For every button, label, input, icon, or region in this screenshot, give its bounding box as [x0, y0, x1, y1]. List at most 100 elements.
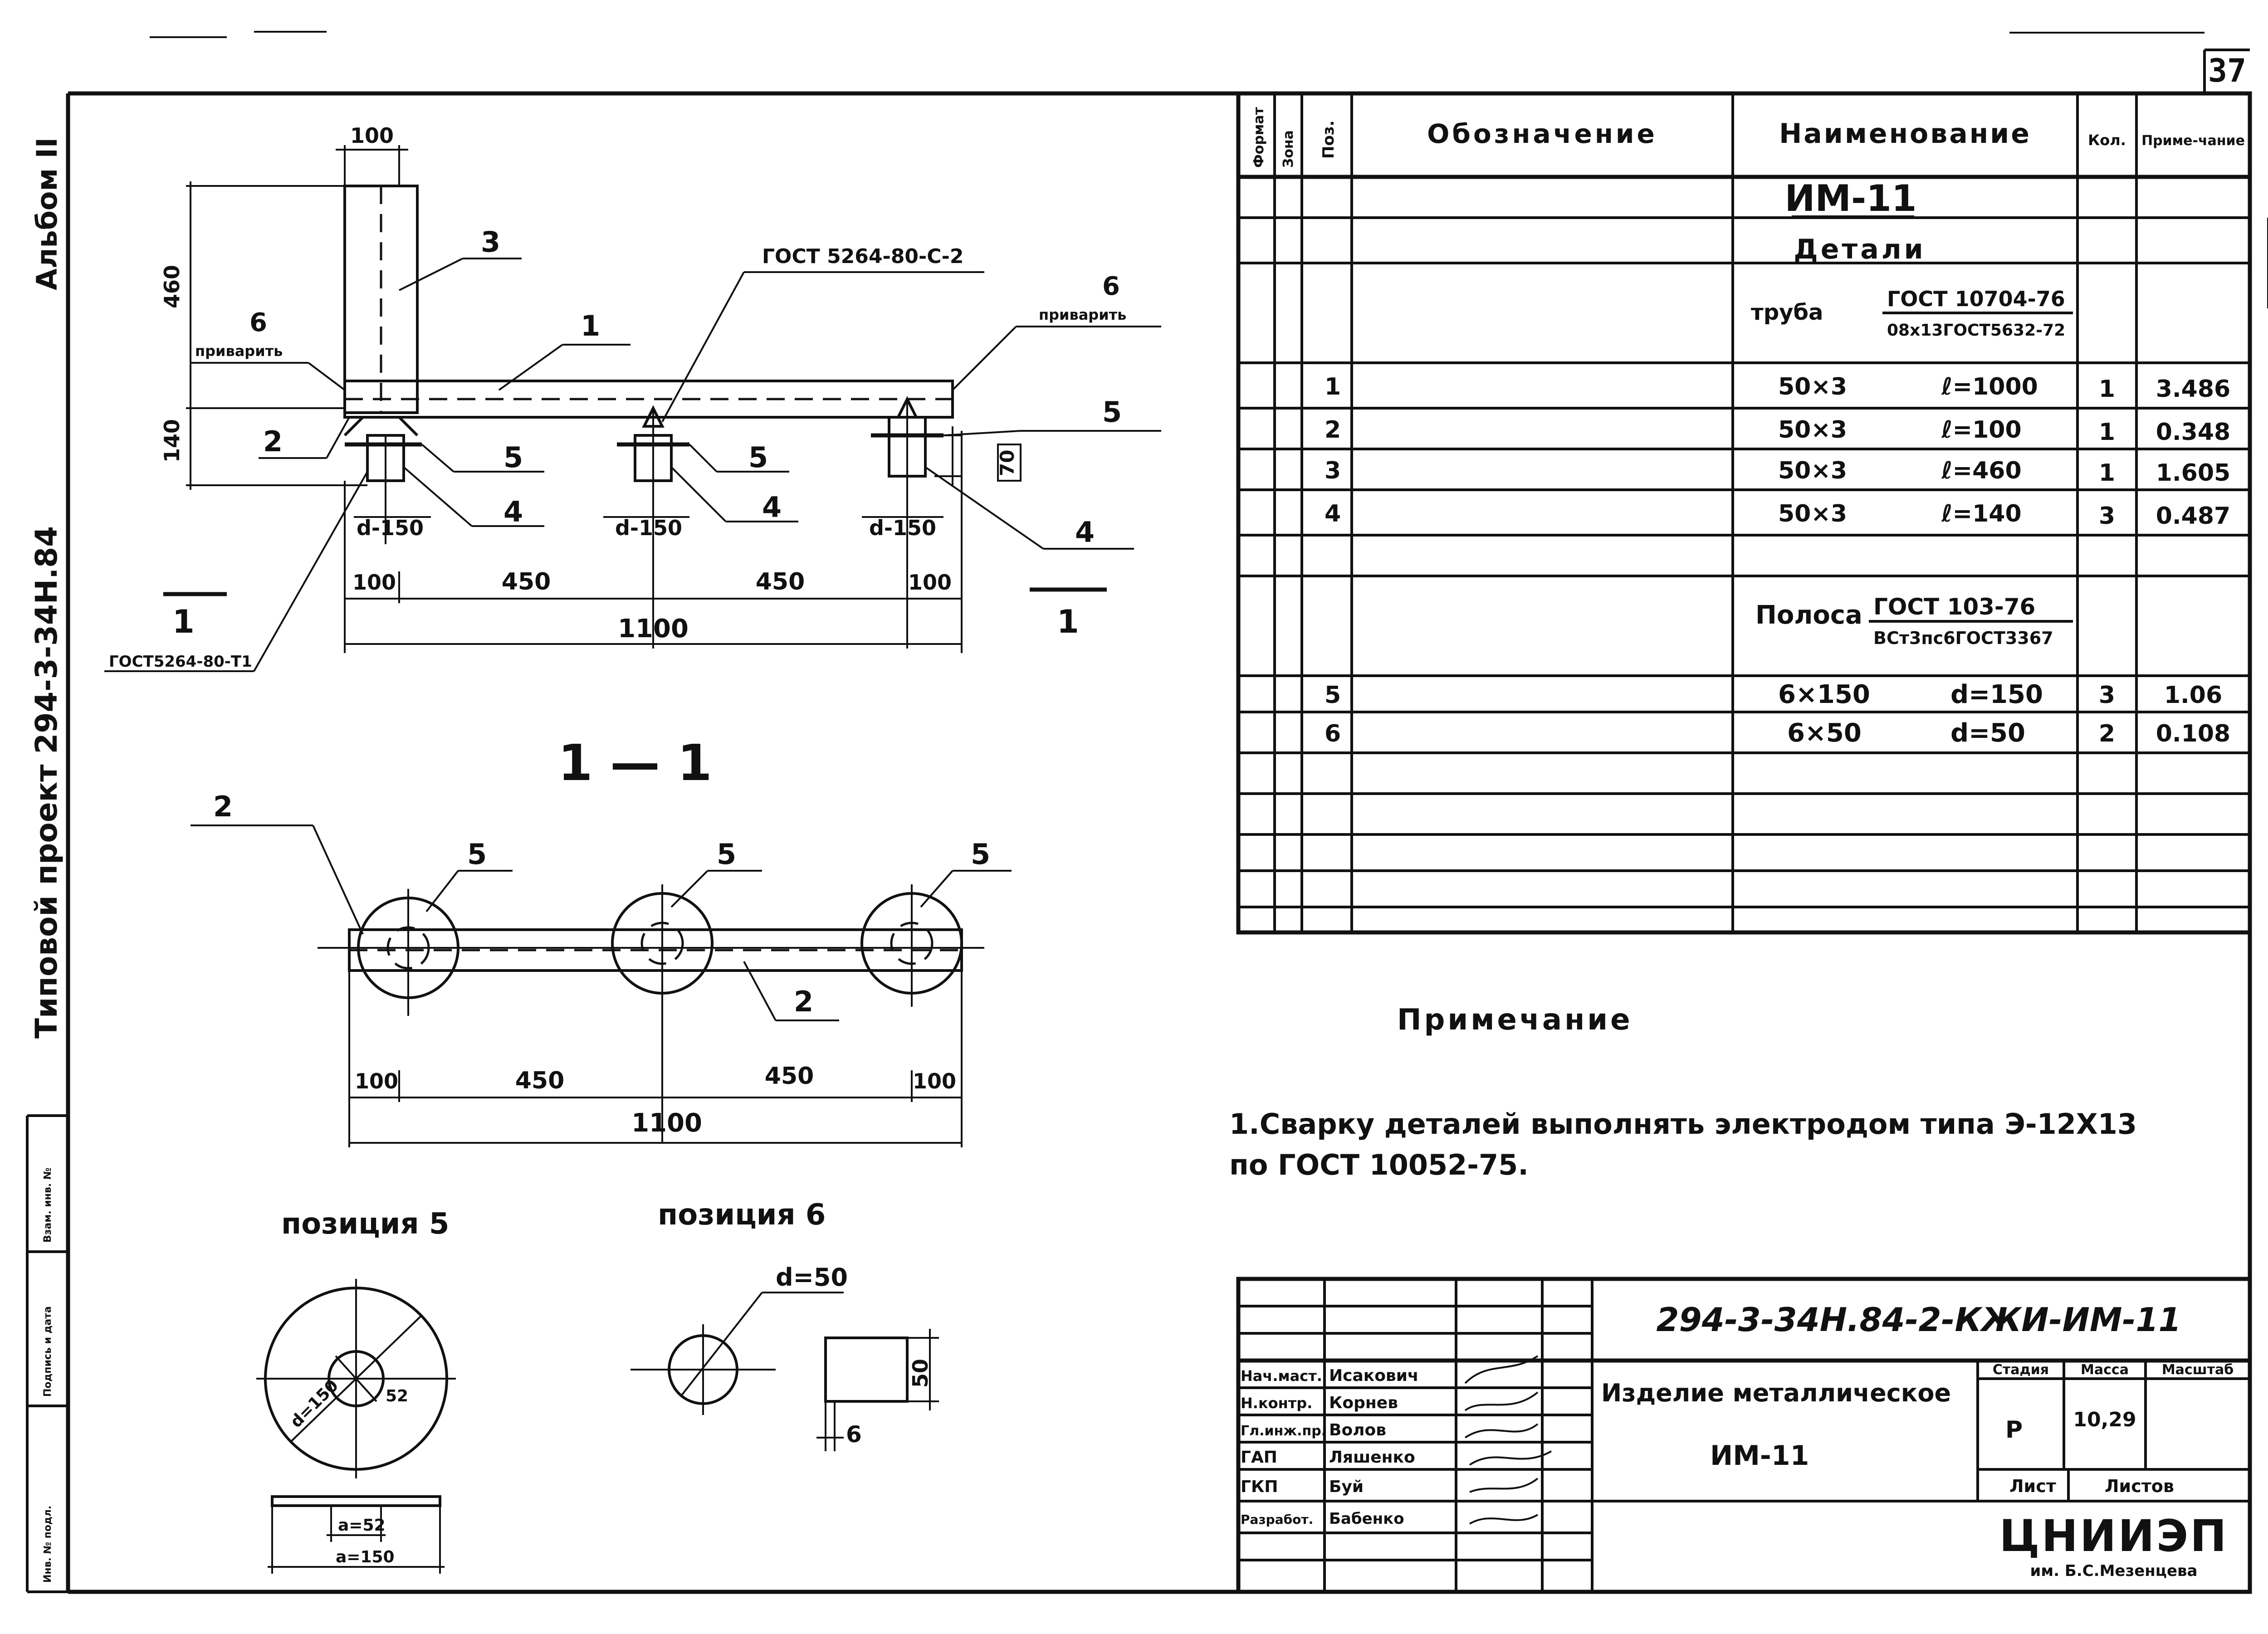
pos5-r52: 52 — [386, 1387, 408, 1405]
row-qty: 1 — [2099, 376, 2115, 403]
name-2: Корнев — [1329, 1394, 1398, 1412]
row-length: ℓ=1000 — [1941, 373, 2038, 400]
dim-140: 140 — [160, 419, 184, 463]
pos6-d50: d=50 — [776, 1263, 848, 1292]
callout-6-left: 6 — [249, 308, 267, 337]
project-label: Типовой проект 294-3-34Н.84 — [29, 526, 64, 1039]
row-qty: 2 — [2099, 720, 2115, 747]
dim-460: 460 — [160, 265, 184, 308]
row-pos: 5 — [1325, 682, 1341, 709]
row-size: 50×3 — [1778, 416, 1847, 444]
pos6-title: позиция 6 — [658, 1198, 826, 1232]
stage-value: Р — [2005, 1416, 2023, 1444]
sheet-number: 37 — [2208, 52, 2246, 89]
section-title: 1 — 1 — [558, 734, 712, 792]
stamp-cell-2: Подпись и дата — [42, 1306, 54, 1397]
callout-5c: 5 — [1102, 395, 1122, 429]
name-1: Исакович — [1329, 1366, 1419, 1385]
row-length: ℓ=100 — [1941, 416, 2022, 444]
title-block: 294-3-34Н.84-2-КЖИ-ИМ-11 Нач.маст. Исако… — [1236, 1277, 2252, 1594]
row-pos: 1 — [1325, 373, 1341, 400]
pipe-standard: ГОСТ 10704-76 — [1887, 287, 2065, 311]
pipe-label: труба — [1751, 300, 1823, 325]
signatures — [1464, 1355, 1552, 1525]
pos5-title: позиция 5 — [281, 1207, 449, 1241]
strip-standard: ГОСТ 103-76 — [1873, 594, 2035, 620]
row-length: ℓ=460 — [1941, 457, 2022, 484]
row-pos: 4 — [1325, 500, 1341, 527]
dim-d150-c: d-150 — [869, 516, 936, 540]
spec-title: ИМ-11 — [1784, 177, 1916, 219]
section-dim-1100: 1100 — [631, 1108, 702, 1138]
notes-title: Примечание — [1397, 1003, 1633, 1037]
item-name-line-1: Изделие металлическое — [1601, 1379, 1951, 1407]
scale-label: Масштаб — [2162, 1362, 2234, 1378]
stage-label: Стадия — [1993, 1362, 2049, 1378]
gost-weld-label: ГОСТ 5264-80-С-2 — [762, 245, 963, 268]
hdr-qty: Кол. — [2088, 132, 2126, 149]
name-6: Бабенко — [1329, 1510, 1404, 1528]
row-size: 6×50 — [1787, 718, 1862, 748]
section-dim-450b: 450 — [765, 1063, 814, 1090]
item-name-line-2: ИМ-11 — [1710, 1440, 1809, 1472]
section-callout-5b: 5 — [717, 838, 736, 871]
hdr-zone: Зона — [1281, 130, 1296, 168]
pos5-a150: a=150 — [336, 1548, 395, 1566]
name-5: Буй — [1329, 1478, 1364, 1496]
callout-5a: 5 — [503, 441, 523, 474]
spec-row-5: 5 6×150 d=150 3 1.06 — [1325, 680, 2222, 709]
callout-4a: 4 — [503, 495, 523, 528]
dim-100-top: 100 — [350, 123, 394, 148]
hdr-name: Наименование — [1779, 118, 2031, 150]
dim-bot-100a: 100 — [352, 570, 396, 595]
row-mass: 1.06 — [2164, 682, 2222, 709]
spec-row-2: 2 50×3 ℓ=100 1 0.348 — [1325, 416, 2230, 446]
sheets-label: Листов — [2105, 1476, 2174, 1496]
mass-label: Масса — [2081, 1362, 2129, 1378]
row-size: 50×3 — [1778, 373, 1847, 400]
org-subtitle: им. Б.С.Мезенцева — [2030, 1562, 2198, 1580]
dim-70: 70 — [996, 450, 1018, 476]
spec-table: Формат Зона Поз. Обозначение Наименовани… — [1236, 91, 2252, 935]
row-size: 50×3 — [1778, 457, 1847, 484]
role-1: Нач.маст. — [1241, 1367, 1322, 1385]
section-mark-right: 1 — [1057, 603, 1079, 640]
pos5-a52: a=52 — [338, 1516, 386, 1535]
hdr-note: Приме-чание — [2141, 133, 2245, 149]
spec-row-6: 6 6×50 d=50 2 0.108 — [1325, 718, 2230, 748]
spec-row-4: 4 50×3 ℓ=140 3 0.487 — [1325, 500, 2230, 530]
section-view: 1 — 1 2 2 5 5 5 100 450 450 100 1100 — [191, 734, 1012, 1147]
row-size: 50×3 — [1778, 500, 1847, 527]
elevation-dimensions: 100 460 140 70 100 450 450 100 1100 d-15… — [160, 123, 1022, 653]
notes-line-2: по ГОСТ 10052-75. — [1229, 1148, 1529, 1181]
dim-bot-450b: 450 — [756, 568, 805, 595]
name-4: Ляшенко — [1329, 1448, 1415, 1467]
dim-bot-450a: 450 — [502, 568, 551, 595]
section-callout-5c: 5 — [971, 838, 990, 871]
hdr-designation: Обозначение — [1427, 118, 1657, 149]
album-label: Альбом II — [30, 137, 64, 290]
section-dim-100a: 100 — [355, 1069, 398, 1093]
dim-d150-a: d-150 — [357, 516, 424, 540]
position-6-view: позиция 6 d=50 50 6 — [631, 1198, 939, 1451]
pos5-d150: d=150 — [287, 1376, 342, 1432]
pipe-material: 08х13ГОСТ5632-72 — [1887, 321, 2065, 340]
row-length: d=150 — [1950, 680, 2043, 709]
edge-marks — [150, 31, 2268, 308]
row-mass: 1.605 — [2156, 459, 2230, 487]
row-mass: 0.348 — [2156, 419, 2230, 446]
name-3: Волов — [1329, 1421, 1386, 1439]
weld-label-right: приварить — [1039, 306, 1126, 323]
row-length: ℓ=140 — [1941, 500, 2022, 527]
hdr-format: Формат — [1251, 107, 1267, 168]
row-pos: 3 — [1325, 457, 1341, 484]
role-6: Разработ. — [1241, 1512, 1313, 1527]
pos6-t6: 6 — [846, 1421, 862, 1448]
callout-3: 3 — [481, 225, 500, 259]
row-mass: 0.108 — [2156, 720, 2230, 747]
mass-value: 10,29 — [2073, 1408, 2136, 1431]
dim-d150-b: d-150 — [615, 516, 682, 540]
row-size: 6×150 — [1778, 680, 1870, 709]
row-mass: 3.486 — [2156, 376, 2230, 403]
row-mass: 0.487 — [2156, 502, 2230, 530]
